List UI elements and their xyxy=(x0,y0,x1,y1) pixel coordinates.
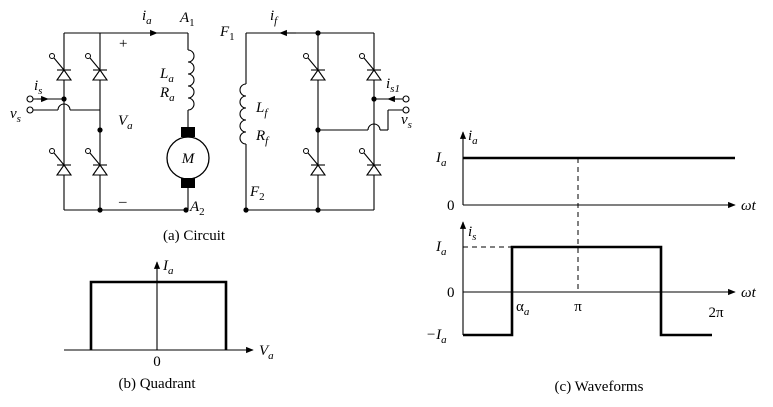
va-label: Va xyxy=(118,113,133,132)
thyristor-t4 xyxy=(49,148,73,176)
thyristor-t3 xyxy=(85,53,109,81)
is-label: is xyxy=(34,78,42,97)
quadrant-ylabel: Ia xyxy=(162,258,174,277)
terminal xyxy=(26,106,34,114)
junction xyxy=(97,207,103,213)
caption-circuit: (a) Circuit xyxy=(163,228,226,244)
f1-label: F1 xyxy=(219,24,235,43)
ra-label: Ra xyxy=(159,85,175,104)
a1-label: A1 xyxy=(179,10,195,29)
bottom-pos-level: Ia xyxy=(435,239,447,258)
armature-converter xyxy=(26,29,189,213)
vs-label: vs xyxy=(10,106,21,125)
bottom-zero: 0 xyxy=(447,285,455,301)
thyristor-t1 xyxy=(49,53,73,81)
rf-label: Rf xyxy=(255,128,270,147)
is-trace xyxy=(463,245,712,337)
junction xyxy=(371,96,377,102)
armature-inductor xyxy=(187,49,195,111)
lf-label: Lf xyxy=(255,100,269,119)
bottom-neg-level: −Ia xyxy=(426,327,447,346)
field-inductor xyxy=(239,83,247,145)
top-xlabel: ωt xyxy=(741,198,757,214)
thyristor-t2 xyxy=(85,148,109,176)
junction xyxy=(183,207,189,213)
minus-sign: – xyxy=(118,194,127,210)
la-label: La xyxy=(159,66,174,85)
junction xyxy=(315,207,321,213)
field-converter xyxy=(239,29,410,213)
crossover xyxy=(57,103,71,111)
quadrant-plot xyxy=(64,261,254,354)
crossover xyxy=(367,123,381,131)
caption-waveforms: (c) Waveforms xyxy=(555,379,644,395)
waveform-bottom xyxy=(459,221,736,337)
thyristor-f2 xyxy=(359,148,383,176)
is1-label: is1 xyxy=(386,76,400,95)
terminal xyxy=(26,95,34,103)
a2-label: A2 xyxy=(189,199,205,218)
terminal xyxy=(402,106,410,114)
terminal xyxy=(402,95,410,103)
brush-top xyxy=(181,127,195,137)
alpha-label: αa xyxy=(516,299,530,318)
junction xyxy=(315,127,321,133)
top-zero: 0 xyxy=(447,198,455,214)
if-label: if xyxy=(270,8,279,27)
f2-label: F2 xyxy=(249,184,265,203)
pi-label: π xyxy=(574,299,582,315)
junction xyxy=(61,96,67,102)
junction xyxy=(97,127,103,133)
junction xyxy=(243,207,249,213)
two-pi-label: 2π xyxy=(708,305,724,321)
top-level: Ia xyxy=(435,150,447,169)
thyristor-f1 xyxy=(303,53,327,81)
junction xyxy=(315,30,321,36)
plus-sign: + xyxy=(119,36,127,52)
operating-region xyxy=(89,280,228,350)
thyristor-f4 xyxy=(303,148,327,176)
motor-label: M xyxy=(181,151,196,167)
armature-branch xyxy=(166,33,210,210)
brush-bottom xyxy=(181,178,195,188)
quadrant-origin: 0 xyxy=(153,354,161,370)
thyristor-f3 xyxy=(359,53,383,81)
ia-label: ia xyxy=(142,8,152,27)
bottom-ylabel: is xyxy=(468,224,476,243)
top-ylabel: ia xyxy=(468,128,478,147)
waveform-top xyxy=(459,131,736,292)
caption-quadrant: (b) Quadrant xyxy=(118,376,196,392)
quadrant-xlabel: Va xyxy=(259,343,274,362)
bottom-xlabel: ωt xyxy=(741,285,757,301)
vs2-label: vs xyxy=(401,112,412,131)
